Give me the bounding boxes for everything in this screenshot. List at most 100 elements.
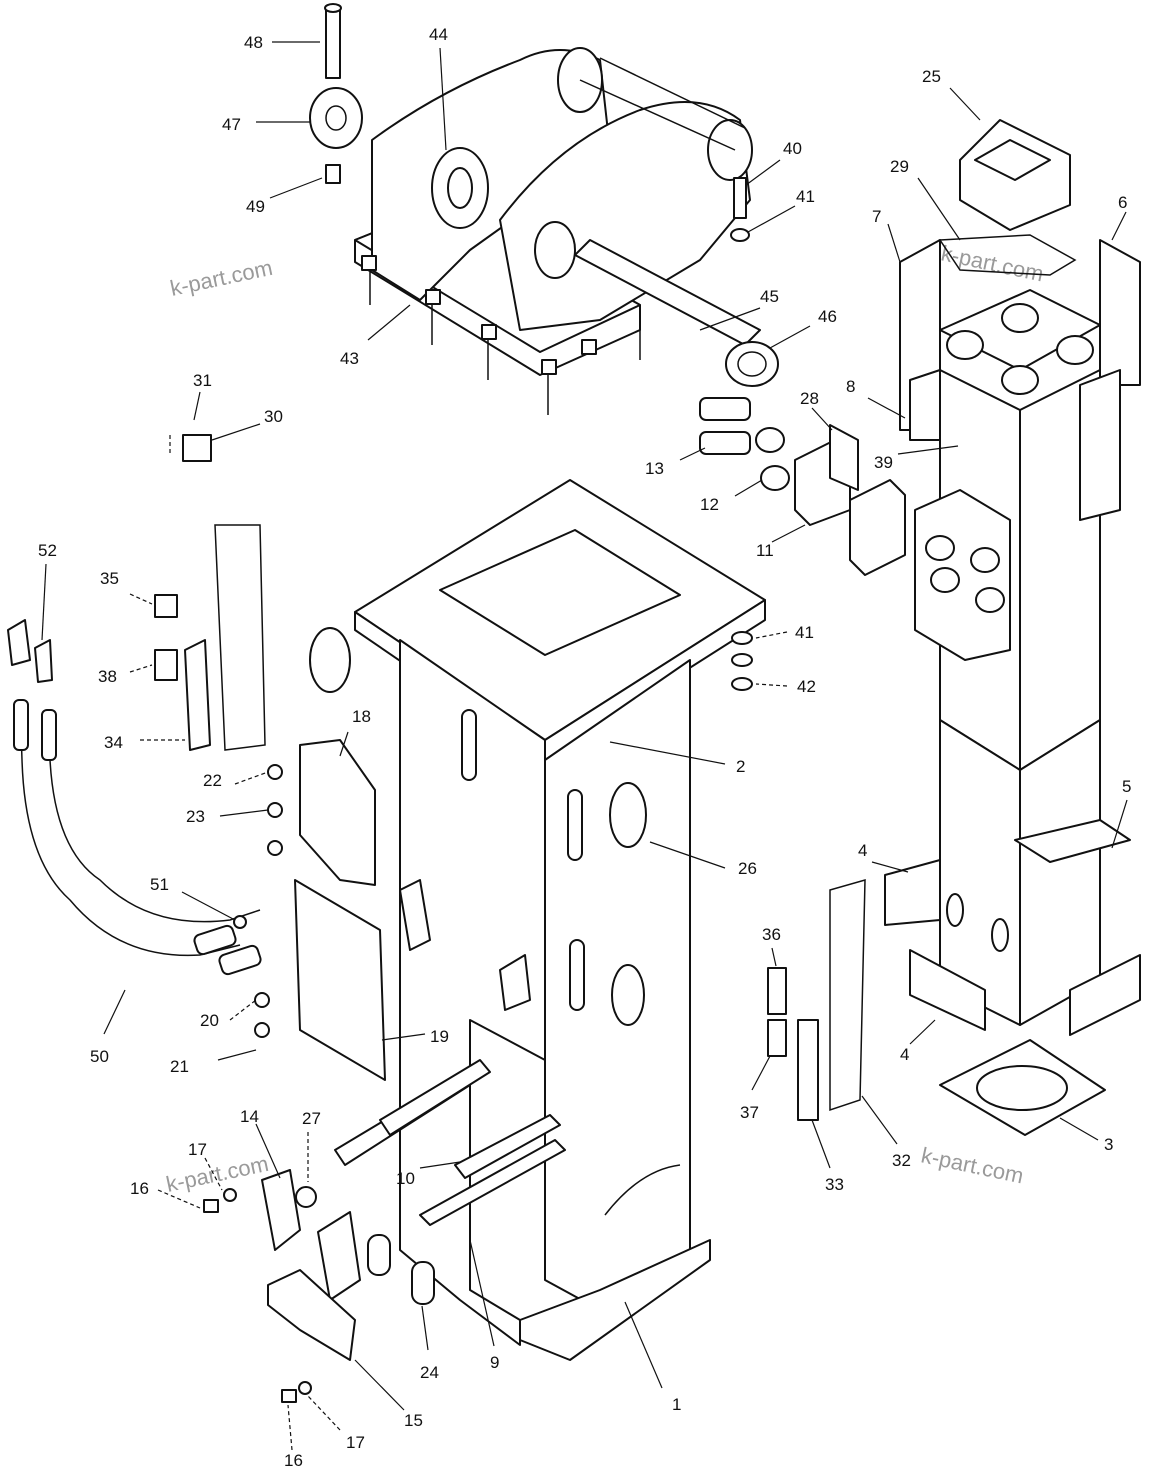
callout-48: 48 [244, 33, 263, 52]
watermark-text: k-part.com [164, 1151, 271, 1197]
wear-bar-10 [454, 1114, 561, 1179]
callout-labels: 48 47 49 44 40 41 45 46 43 25 29 7 6 31 … [38, 25, 1131, 1467]
housing-slot [461, 709, 477, 781]
housing-slot [569, 939, 585, 1011]
pin-27 [295, 1186, 317, 1208]
callout-17-lower: 17 [346, 1433, 365, 1452]
collar-46 [725, 341, 779, 387]
cover-26 [609, 782, 647, 848]
washer-17 [223, 1188, 237, 1202]
bolt [267, 840, 283, 856]
bolt-16 [203, 1199, 219, 1213]
cylinder-nut [946, 330, 984, 360]
top-bracket-assembly [354, 47, 753, 415]
main-housing-1 [309, 479, 766, 1361]
callout-34: 34 [104, 733, 123, 752]
callout-25: 25 [922, 67, 941, 86]
nut-42 [731, 677, 753, 691]
wear-bar-10 [379, 1059, 491, 1136]
callout-37: 37 [740, 1103, 759, 1122]
washer-41-top [730, 228, 750, 242]
callout-28: 28 [800, 389, 819, 408]
callout-36: 36 [762, 925, 781, 944]
side-plate-6-lower [1079, 369, 1121, 521]
valve-port [975, 587, 1005, 613]
washer-47 [309, 87, 363, 149]
bolt-23 [267, 802, 283, 818]
hose-end [193, 924, 237, 956]
callout-29: 29 [890, 157, 909, 176]
fitting-13 [699, 431, 751, 455]
pin-40 [733, 177, 747, 219]
callout-45: 45 [760, 287, 779, 306]
nut [731, 653, 753, 667]
cylinder-nut [1001, 365, 1039, 395]
hoses-group [7, 619, 262, 976]
fitting-52 [34, 639, 53, 683]
hose-50 [19, 699, 241, 957]
body-slot [991, 918, 1009, 952]
fitting-52 [7, 619, 31, 666]
bracket-pin-upper [579, 79, 736, 151]
plate-14 [261, 1169, 301, 1251]
housing-top-opening [439, 529, 681, 656]
callout-52: 52 [38, 541, 57, 560]
washer-41 [731, 631, 753, 645]
decals-right [767, 878, 866, 1121]
bolt-21 [254, 1022, 270, 1038]
cylinder-nut [1001, 303, 1039, 333]
label-30 [182, 434, 212, 462]
plate-29 [938, 234, 1077, 276]
callout-6: 6 [1118, 193, 1127, 212]
breaker-cylinder-assembly [884, 119, 1141, 1036]
callout-5: 5 [1122, 777, 1131, 796]
callout-49: 49 [246, 197, 265, 216]
brand-decal-vertical [214, 524, 266, 751]
hose-end [218, 944, 262, 976]
valve-port [970, 547, 1000, 573]
decal-35 [154, 594, 178, 618]
callout-16-lower: 16 [284, 1451, 303, 1467]
bracket-boss-lower [534, 221, 576, 279]
bracket-bolt [361, 255, 377, 271]
pin-45-group [574, 239, 779, 387]
wear-bar-9 [419, 1139, 566, 1226]
callout-3: 3 [1104, 1135, 1113, 1154]
callout-22: 22 [203, 771, 222, 790]
callout-26: 26 [738, 859, 757, 878]
plate-15 [267, 1269, 356, 1361]
callout-51: 51 [150, 875, 169, 894]
callout-39: 39 [874, 453, 893, 472]
oring-51 [233, 915, 247, 929]
fitting-12 [760, 465, 790, 491]
callout-47: 47 [222, 115, 241, 134]
side-plate-6 [1099, 239, 1141, 386]
fitting-13 [699, 397, 751, 421]
callout-19: 19 [430, 1027, 449, 1046]
gasket-28 [829, 424, 859, 491]
callout-9: 9 [490, 1353, 499, 1372]
bolt-20 [254, 992, 270, 1008]
callout-14: 14 [240, 1107, 259, 1126]
collar-46-bore [737, 351, 767, 377]
hose-50 [47, 709, 261, 923]
hose-end [13, 699, 29, 751]
pin-40-group [730, 177, 750, 242]
base-plate-hole [976, 1065, 1068, 1111]
bracket-bore-left [447, 167, 473, 209]
housing-lug [499, 954, 531, 1011]
callout-27: 27 [302, 1109, 321, 1128]
watermark-text: k-part.com [168, 255, 275, 301]
callout-30: 30 [264, 407, 283, 426]
callout-8: 8 [846, 377, 855, 396]
callout-18: 18 [352, 707, 371, 726]
callout-13: 13 [645, 459, 664, 478]
bolt-48 [325, 7, 341, 79]
callout-46: 46 [818, 307, 837, 326]
cover-26-lower [611, 964, 645, 1026]
flange-block [849, 479, 906, 576]
valve-block [914, 489, 1011, 661]
callout-4-upper: 4 [858, 841, 867, 860]
bolt-48-head [324, 3, 342, 13]
